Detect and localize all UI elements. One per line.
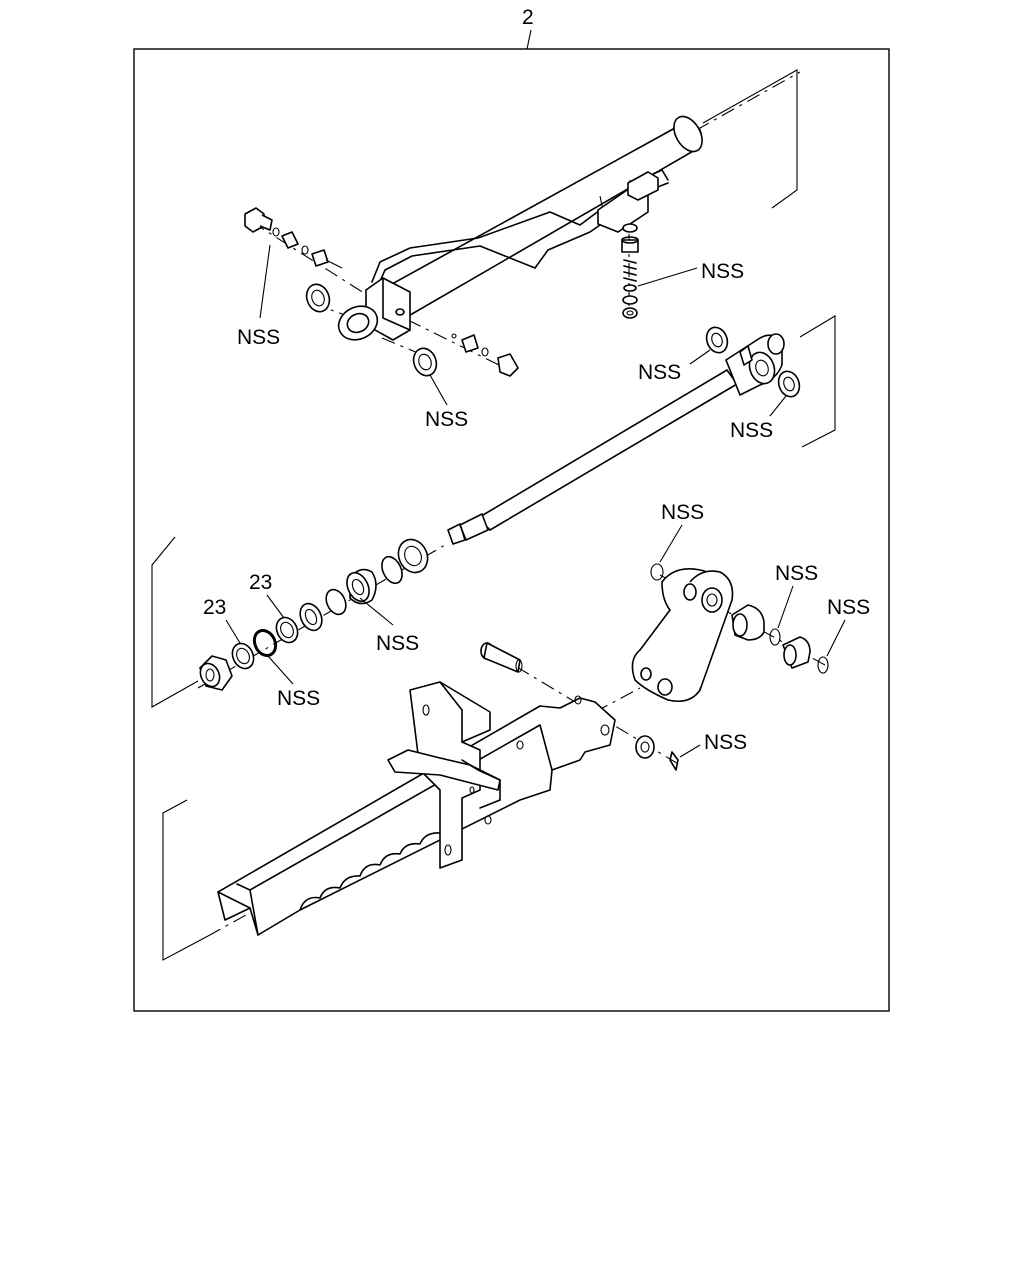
centerline-seal-right — [381, 337, 431, 359]
diagram-frame — [133, 48, 890, 1012]
centerline-bolt-left — [251, 221, 376, 301]
label-nss-cotter-pin: NSS — [704, 731, 747, 754]
oil-seal-upper-left — [305, 283, 331, 313]
label-part-23-b: 23 — [203, 596, 226, 619]
oil-seal-upper-mid — [412, 347, 438, 377]
leader-oring — [267, 655, 294, 685]
pivot-pin — [480, 642, 523, 673]
leader-link-top — [659, 524, 683, 563]
label-nss-oring: NSS — [277, 687, 320, 710]
washer-23-a — [275, 616, 299, 644]
centerline-lower — [207, 909, 256, 937]
leader-upper-mid — [429, 374, 448, 406]
label-nss-upper-left: NSS — [237, 326, 280, 349]
bracket-mid-right — [799, 315, 836, 448]
leader-cotter-pin — [679, 744, 701, 758]
piston-seal-set — [299, 538, 429, 632]
ref-leader — [526, 29, 532, 50]
piston-rod — [447, 333, 785, 545]
leader-valve — [637, 267, 698, 287]
leader-23-b — [225, 619, 241, 644]
bracket-upper-right — [702, 69, 798, 209]
bracket-mid-left — [151, 536, 199, 708]
leader-shaft-seal — [689, 349, 711, 365]
label-nss-upper-mid: NSS — [425, 408, 468, 431]
bushing — [731, 604, 765, 641]
banjo-bolt-right — [451, 333, 519, 377]
o-ring-bushing — [769, 628, 781, 646]
seal-rod-end-lower — [777, 370, 801, 398]
washer-lower-right — [635, 735, 655, 759]
spacer-sleeve — [782, 636, 811, 669]
o-ring-lower-left — [252, 628, 278, 658]
valve-assembly — [621, 223, 639, 319]
leader-oring-right — [826, 619, 846, 657]
seal-rod-end-upper — [705, 326, 729, 354]
bracket-lower-left — [162, 799, 209, 961]
label-part-23-a: 23 — [249, 571, 272, 594]
ref-number-2: 2 — [522, 6, 534, 29]
o-ring-link-top — [650, 563, 664, 581]
centerline-shaft — [197, 544, 446, 689]
banjo-bolt-left — [244, 207, 343, 269]
washer-23-b — [231, 642, 255, 670]
leader-piston-seals — [359, 597, 394, 626]
leader-upper-left — [259, 244, 271, 319]
label-nss-shaft-seal-lower: NSS — [730, 419, 773, 442]
leader-shaft-seal-lower — [769, 395, 787, 417]
support-frame — [217, 681, 616, 936]
label-nss-link-top: NSS — [661, 501, 704, 524]
leader-bushing — [777, 585, 794, 629]
cotter-pin — [669, 751, 679, 771]
label-nss-shaft-seal: NSS — [638, 361, 681, 384]
o-ring-right — [817, 656, 829, 674]
leader-23-a — [266, 594, 285, 619]
label-nss-piston-seals: NSS — [376, 632, 419, 655]
label-nss-bushing: NSS — [775, 562, 818, 585]
link-arm — [631, 568, 734, 703]
power-cylinder — [337, 115, 703, 341]
castle-nut — [199, 655, 233, 691]
label-nss-valve: NSS — [701, 260, 744, 283]
label-nss-oring-right: NSS — [827, 596, 870, 619]
centerline-bolt-right — [407, 319, 506, 369]
